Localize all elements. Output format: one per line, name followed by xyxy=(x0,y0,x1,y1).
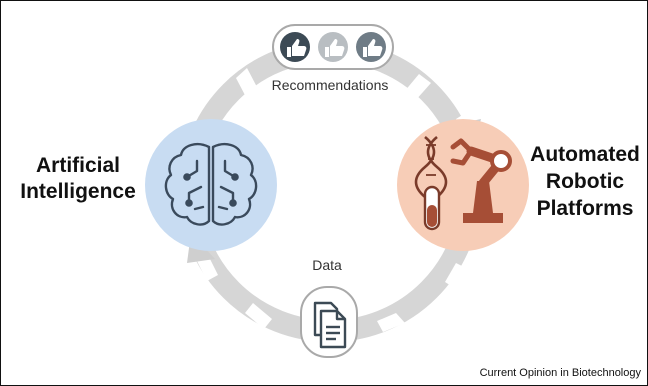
recommendations-label: Recommendations xyxy=(271,77,389,93)
documents-icon xyxy=(313,301,347,349)
robotic-title-line-3: Platforms xyxy=(536,197,634,220)
data-label: Data xyxy=(312,257,342,273)
thumbs-up-icon xyxy=(356,32,386,62)
thumbs-up-icon xyxy=(318,32,348,62)
ai-title-line-1: Artificial xyxy=(35,154,121,177)
thumbs-up-icon xyxy=(280,32,310,62)
robotic-title-line-2: Robotic xyxy=(545,170,625,193)
robotic-arm-dna-test-tube-icon xyxy=(414,136,512,231)
robotic-node-title: Automated Robotic Platforms xyxy=(525,141,645,222)
robotic-title-line-1: Automated xyxy=(530,143,640,166)
ai-node-title: Artificial Intelligence xyxy=(19,153,137,205)
brain-circuit-icon xyxy=(164,143,258,226)
ai-circle xyxy=(145,119,277,251)
source-caption: Current Opinion in Biotechnology xyxy=(479,367,641,379)
ai-title-line-2: Intelligence xyxy=(20,180,136,203)
